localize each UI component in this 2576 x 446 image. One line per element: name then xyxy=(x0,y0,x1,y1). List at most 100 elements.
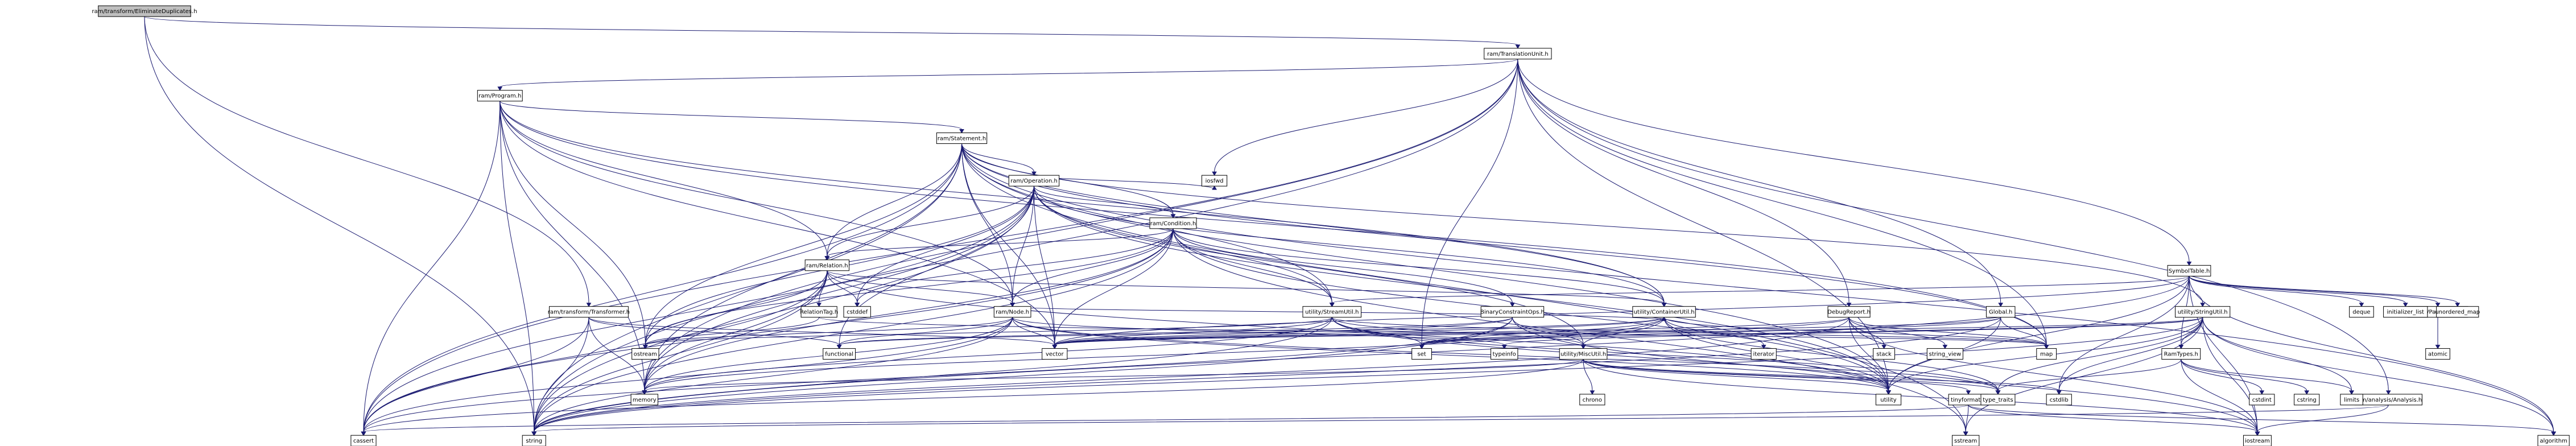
node-label: sstream xyxy=(1954,438,1977,444)
edge-tinyformat-to-cassert xyxy=(361,404,1969,436)
node-box xyxy=(1559,348,1608,360)
node-box xyxy=(2161,348,2201,360)
node-cstdint[interactable]: cstdint xyxy=(2249,394,2275,406)
node-tinyformat[interactable]: tinyformat.h xyxy=(1948,394,1989,406)
node-vector[interactable]: vector xyxy=(1042,348,1068,360)
node-statement[interactable]: ram/Statement.h xyxy=(936,132,988,144)
edge-ramtypes-to-cstring xyxy=(2181,359,2310,395)
node-label: cassert xyxy=(353,438,374,444)
edge-program-to-statement xyxy=(499,101,964,134)
node-cstdlib[interactable]: cstdlib xyxy=(2046,394,2072,406)
node-ramtypes[interactable]: RamTypes.h xyxy=(2161,348,2201,360)
edge-parallelutil-to-atomic xyxy=(2435,317,2441,349)
edge-relation-to-containerutil xyxy=(827,270,1667,307)
node-ramnode[interactable]: ram/Node.h xyxy=(993,306,1031,318)
node-sstream[interactable]: sstream xyxy=(1951,435,1980,446)
node-condition[interactable]: ram/Condition.h xyxy=(1149,217,1197,229)
edge-symtab-to-streamutil xyxy=(1329,275,2190,307)
node-label: SymbolTable.h xyxy=(2169,268,2210,274)
node-cstddef[interactable]: cstddef xyxy=(843,306,871,318)
node-algorithm[interactable]: algorithm xyxy=(2537,435,2570,446)
node-box xyxy=(2294,394,2320,406)
edge-program-to-ramnode xyxy=(499,101,1015,307)
node-chrono[interactable]: chrono xyxy=(1579,394,1605,406)
node-set[interactable]: set xyxy=(1411,348,1432,360)
edge-stringutil-to-limits xyxy=(2202,317,2354,395)
node-relation[interactable]: ram/Relation.h xyxy=(804,259,850,271)
node-cstring[interactable]: cstring xyxy=(2294,394,2320,406)
node-functional[interactable]: functional xyxy=(823,348,856,360)
node-box xyxy=(1149,217,1197,229)
node-box xyxy=(1951,435,1980,446)
edge-global-to-vector xyxy=(1052,317,2001,349)
node-label: Global.h xyxy=(1989,309,2012,316)
node-box xyxy=(522,435,546,446)
node-label: iostream xyxy=(2245,438,2270,444)
edge-miscutil-to-cstdlib xyxy=(1583,359,2062,395)
node-global[interactable]: Global.h xyxy=(1985,306,2016,318)
edge-symtab-to-deque xyxy=(2189,276,2364,307)
edge-statement-to-containerutil xyxy=(961,143,1667,307)
node-stringutil[interactable]: utility/StringUtil.h xyxy=(2175,306,2231,318)
node-iterator[interactable]: iterator xyxy=(1751,348,1777,360)
node-deque[interactable]: deque xyxy=(2349,306,2374,318)
node-operation[interactable]: ram/Operation.h xyxy=(1008,175,1060,187)
node-initializer_list[interactable]: initializer_list xyxy=(2383,306,2428,318)
edge-statement-to-sstream xyxy=(961,143,1968,436)
node-label: set xyxy=(1417,352,1426,358)
node-unordered_map[interactable]: unordered_map xyxy=(2435,306,2480,318)
node-symtab[interactable]: SymbolTable.h xyxy=(2167,265,2211,276)
edge-analysis-to-iostream xyxy=(2255,404,2389,436)
node-streamutil[interactable]: utility/StreamUtil.h xyxy=(1302,306,1362,318)
node-box xyxy=(2249,394,2275,406)
edge-tu-to-program xyxy=(497,59,1518,91)
edge-symtab-to-initializer_list xyxy=(2189,276,2408,307)
node-label: ostream xyxy=(634,352,657,358)
node-label: utility/StringUtil.h xyxy=(2178,309,2228,316)
node-box xyxy=(2383,306,2428,318)
node-label: deque xyxy=(2352,309,2370,316)
node-label: utility/MiscUtil.h xyxy=(1561,352,1606,358)
node-transformer[interactable]: ram/transform/Transformer.h xyxy=(548,306,630,318)
node-label: atomic xyxy=(2428,352,2447,358)
node-utility[interactable]: utility xyxy=(1875,394,1902,406)
node-tu[interactable]: ram/TranslationUnit.h xyxy=(1484,48,1552,60)
node-iostream[interactable]: iostream xyxy=(2243,435,2272,446)
node-limits[interactable]: limits xyxy=(2340,394,2363,406)
edge-condition-to-memory xyxy=(642,228,1174,395)
node-label: ram/Condition.h xyxy=(1150,221,1196,227)
node-iosfwd[interactable]: iosfwd xyxy=(1202,175,1228,187)
edge-ramtypes-to-limits xyxy=(2181,359,2354,395)
node-atomic[interactable]: atomic xyxy=(2425,348,2450,360)
edge-statement-to-vector xyxy=(961,143,1058,349)
node-label: utility/StreamUtil.h xyxy=(1305,309,1359,316)
edge-tu-to-utility xyxy=(1517,59,1891,395)
node-label: limits xyxy=(2344,397,2359,403)
node-stack[interactable]: stack xyxy=(1873,348,1896,360)
node-type_traits[interactable]: type_traits xyxy=(1980,394,2016,406)
edge-reltag-to-ostream xyxy=(642,317,820,349)
node-containerutil[interactable]: utility/ContainerUtil.h xyxy=(1632,306,1696,318)
node-binaryops[interactable]: BinaryConstraintOps.h xyxy=(1480,306,1545,318)
node-box xyxy=(2340,394,2363,406)
node-string[interactable]: string xyxy=(522,435,546,446)
node-box xyxy=(936,132,988,144)
node-debugreport[interactable]: DebugReport.h xyxy=(1827,306,1871,318)
edge-tu-to-cassert xyxy=(361,59,1518,436)
node-ostream[interactable]: ostream xyxy=(631,348,659,360)
node-root: ram/transform/EliminateDuplicates.h xyxy=(92,5,197,17)
node-program[interactable]: ram/Program.h xyxy=(477,90,523,102)
node-cassert[interactable]: cassert xyxy=(350,435,377,446)
node-label: BinaryConstraintOps.h xyxy=(1480,309,1545,316)
edge-program-to-containerutil xyxy=(499,101,1667,307)
node-label: initializer_list xyxy=(2387,309,2424,316)
node-box xyxy=(1202,175,1228,187)
node-map[interactable]: map xyxy=(2036,348,2057,360)
node-box xyxy=(1008,175,1060,187)
node-reltag[interactable]: RelationTag.h xyxy=(800,306,838,318)
node-typeinfo[interactable]: typeinfo xyxy=(1491,348,1518,360)
node-memory[interactable]: memory xyxy=(630,394,658,406)
node-analysis[interactable]: ram/analysis/Analysis.h xyxy=(2354,394,2422,406)
node-string_view[interactable]: string_view xyxy=(1926,348,1963,360)
node-miscutil[interactable]: utility/MiscUtil.h xyxy=(1559,348,1608,360)
